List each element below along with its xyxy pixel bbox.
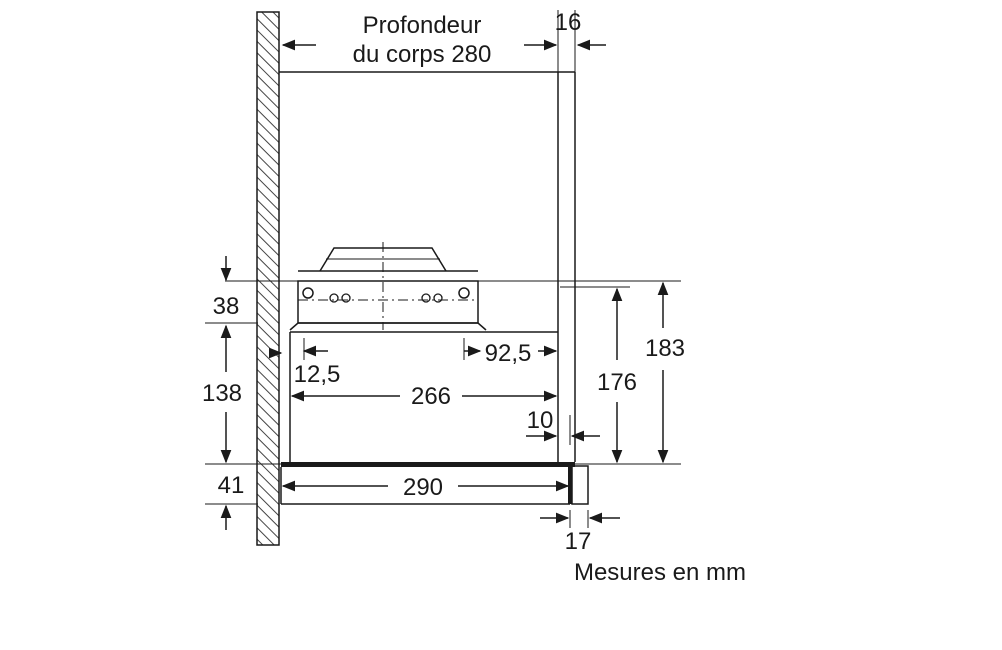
inner-box bbox=[289, 331, 558, 462]
dimension-arrows bbox=[220, 39, 669, 530]
label-right-offset: 92,5 bbox=[485, 340, 532, 367]
label-height-183: 183 bbox=[645, 335, 685, 362]
label-inner-width: 266 bbox=[411, 383, 451, 410]
label-lip: 17 bbox=[565, 528, 592, 555]
label-total-width: 290 bbox=[403, 474, 443, 501]
label-body-depth-line2: du corps 280 bbox=[353, 41, 492, 68]
extension-lines bbox=[205, 10, 630, 528]
cabinet-outline bbox=[279, 71, 576, 462]
fan-housing bbox=[289, 242, 487, 331]
label-inner-height: 138 bbox=[202, 380, 242, 407]
label-inner-offset: 12,5 bbox=[294, 361, 341, 388]
label-front-gap: 10 bbox=[527, 407, 554, 434]
units-note: Mesures en mm bbox=[574, 559, 746, 586]
label-front-panel: 16 bbox=[555, 9, 582, 36]
label-wall-gap: 38 bbox=[213, 293, 240, 320]
label-body-depth-line1: Profondeur bbox=[363, 12, 482, 39]
dimension-labels: Profondeur du corps 280 16 38 138 41 12,… bbox=[202, 9, 746, 586]
bottom-strip bbox=[205, 462, 681, 505]
label-height-176: 176 bbox=[597, 369, 637, 396]
label-bottom-height: 41 bbox=[218, 472, 245, 499]
wall bbox=[256, 11, 280, 546]
